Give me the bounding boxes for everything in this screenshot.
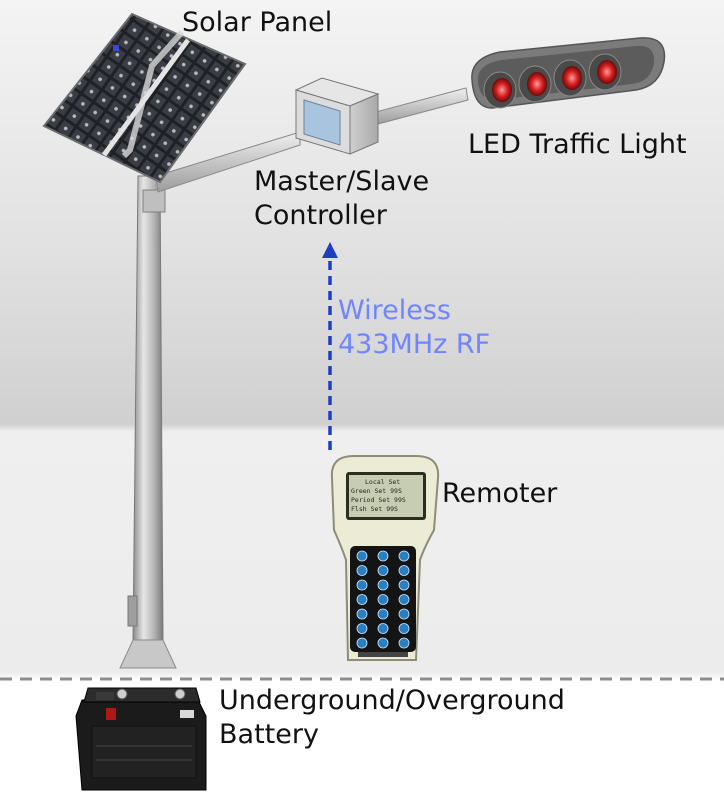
remote-key-1 xyxy=(356,550,368,562)
remote-key-13 xyxy=(356,608,368,620)
remote-screen-line-3: Period Set 99S xyxy=(351,496,406,504)
remote-key-9 xyxy=(398,579,410,591)
controller-label-line-1: Master/Slave xyxy=(254,166,430,197)
remote-key-5 xyxy=(377,565,389,576)
remote-key-16 xyxy=(356,623,368,634)
wireless-rf-label-line-2: 433MHz RF xyxy=(338,329,491,360)
remote-key-12 xyxy=(398,594,410,605)
remote-key-17 xyxy=(377,623,389,634)
controller-box xyxy=(294,77,380,155)
remote-key-2 xyxy=(377,550,389,562)
remote-key-8 xyxy=(377,579,389,591)
remote-key-10 xyxy=(356,594,368,605)
battery-label: Underground/Overground Battery xyxy=(219,684,565,752)
led-lamp-1 xyxy=(492,78,512,102)
remote-key-19 xyxy=(356,637,368,649)
remote-screen-line-4: Flsh Set 99S xyxy=(351,505,398,513)
pole xyxy=(119,175,177,669)
led-lamp-4 xyxy=(597,60,617,84)
battery xyxy=(75,687,207,791)
led-traffic-light-label: LED Traffic Light xyxy=(468,129,687,160)
remote-key-14 xyxy=(377,608,389,620)
led-lamp-2 xyxy=(527,72,547,96)
remote-screen-line-1: Local Set xyxy=(365,478,401,486)
remote-key-21 xyxy=(398,637,410,649)
remote-key-3 xyxy=(398,550,410,562)
remote-key-4 xyxy=(356,565,368,576)
battery-label-line-1: Underground/Overground xyxy=(219,685,565,716)
remote-screen-line-2: Green Set 99S xyxy=(351,487,402,495)
wireless-rf-label-line-1: Wireless xyxy=(338,295,451,326)
remote-screen-text: Local Set Green Set 99S Period Set 99S F… xyxy=(351,478,421,514)
remote-key-18 xyxy=(398,623,410,634)
rf-arrow xyxy=(322,242,338,450)
remote-key-11 xyxy=(377,594,389,605)
remoter-label: Remoter xyxy=(442,478,558,509)
remote-key-15 xyxy=(398,608,410,620)
pole-arm xyxy=(155,87,469,193)
wireless-rf-label: Wireless 433MHz RF xyxy=(338,294,490,362)
led-lamp-3 xyxy=(562,66,582,90)
controller-label-line-2: Controller xyxy=(254,200,387,231)
solar-panel-label: Solar Panel xyxy=(182,7,333,38)
controller-label: Master/Slave Controller xyxy=(254,165,429,233)
remote-key-6 xyxy=(398,565,410,576)
remote-key-7 xyxy=(356,579,368,591)
solar-panel xyxy=(42,12,247,184)
remote-key-20 xyxy=(377,637,389,649)
battery-label-line-2: Battery xyxy=(219,719,319,750)
